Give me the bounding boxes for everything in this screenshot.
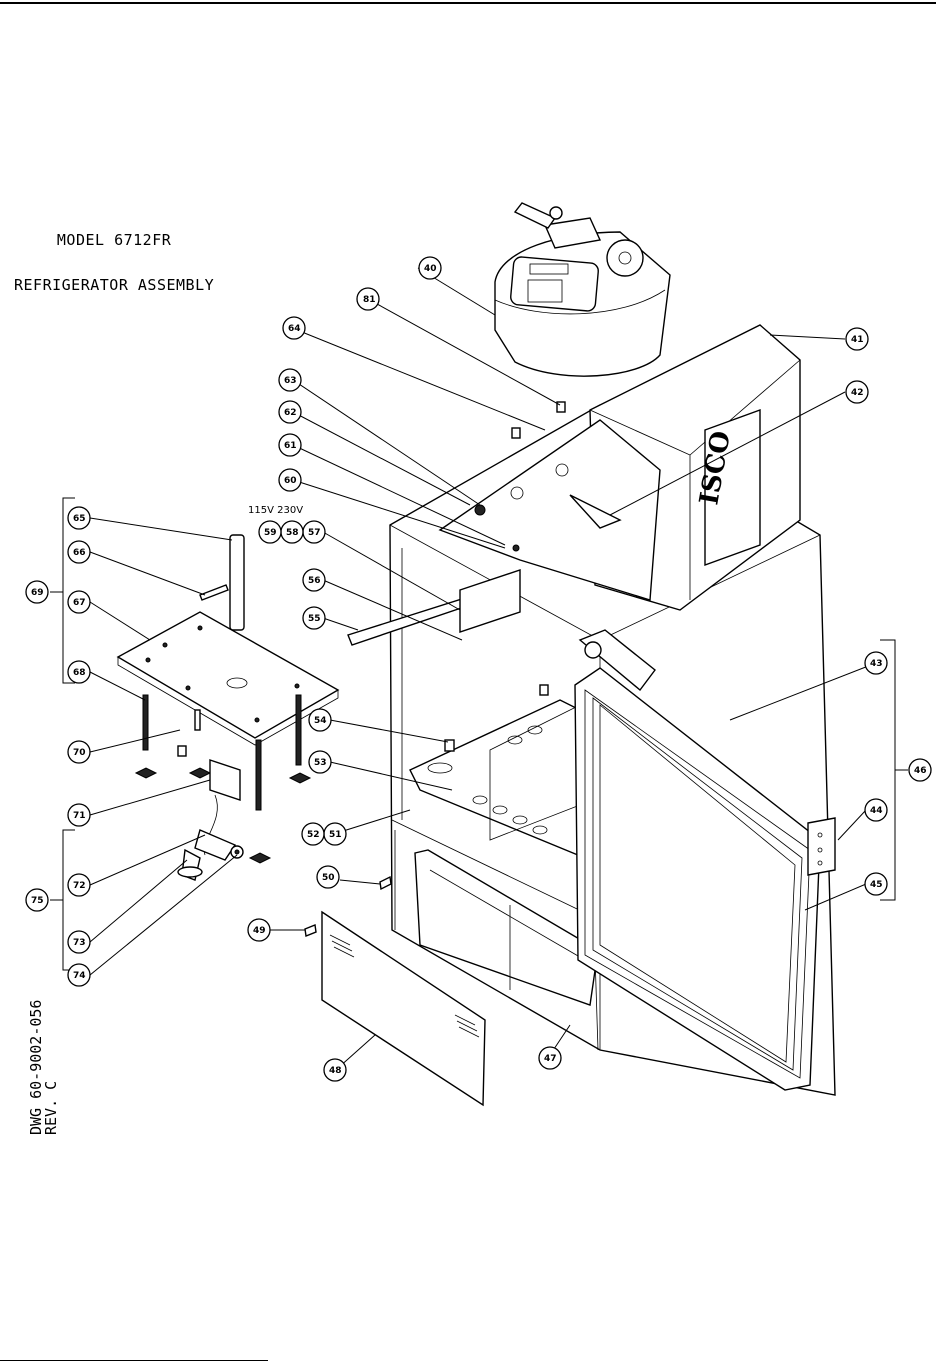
motor-mount-assembly	[116, 534, 340, 864]
callout-50: 50	[316, 865, 340, 889]
callout-73: 73	[67, 930, 91, 954]
svg-text:64: 64	[288, 324, 301, 334]
callout-64: 64	[282, 316, 306, 340]
svg-text:44: 44	[870, 806, 883, 816]
callout-62: 62	[278, 400, 302, 424]
svg-text:68: 68	[73, 668, 86, 678]
drawing-title: MODEL 6712FR REFRIGERATOR ASSEMBLY	[14, 203, 214, 308]
callout-52: 52	[301, 822, 325, 846]
svg-text:63: 63	[284, 376, 297, 386]
mounting-bracket	[347, 569, 521, 646]
leader-lines	[89, 267, 877, 1069]
callout-55: 55	[302, 606, 326, 630]
svg-text:57: 57	[308, 528, 321, 538]
drawing-number: DWG 60-9002-056 REV. C	[27, 975, 60, 1135]
callout-44: 44	[864, 798, 888, 822]
callout-42: 42	[845, 380, 869, 404]
svg-text:54: 54	[314, 716, 327, 726]
title-model: MODEL 6712FR	[56, 231, 172, 249]
callout-43: 43	[864, 651, 888, 675]
svg-text:74: 74	[73, 971, 86, 981]
callout-72: 72	[67, 873, 91, 897]
revision-line: REV. C	[42, 1080, 60, 1135]
callout-54: 54	[308, 708, 332, 732]
svg-text:55: 55	[308, 614, 321, 624]
svg-text:65: 65	[73, 514, 86, 524]
front-panel	[321, 910, 486, 1107]
svg-text:56: 56	[308, 576, 321, 586]
callout-59: 59	[258, 520, 282, 544]
callout-45: 45	[864, 872, 888, 896]
svg-text:60: 60	[284, 476, 297, 486]
callout-61: 61	[278, 433, 302, 457]
cable-and-fitting-assembly	[177, 759, 244, 881]
callout-75: 75	[25, 888, 49, 912]
svg-text:50: 50	[322, 873, 335, 883]
callout-48: 48	[323, 1058, 347, 1082]
svg-text:47: 47	[544, 1054, 557, 1064]
svg-text:45: 45	[870, 880, 883, 890]
svg-text:73: 73	[73, 938, 86, 948]
svg-text:53: 53	[314, 758, 327, 768]
callout-balloons: 40 41 42 43 44 45 46 47 48 49 50 51 52 5…	[25, 256, 932, 1082]
svg-text:70: 70	[73, 748, 86, 758]
svg-text:62: 62	[284, 408, 297, 418]
svg-text:41: 41	[851, 335, 864, 345]
callout-74: 74	[67, 963, 91, 987]
distributor-plate	[438, 401, 661, 601]
panel-screws	[304, 875, 392, 937]
callout-65: 65	[67, 506, 91, 530]
callout-49: 49	[247, 918, 271, 942]
svg-text:43: 43	[870, 659, 883, 669]
footnote-rule	[0, 1360, 268, 1361]
callout-69: 69	[25, 580, 49, 604]
svg-text:69: 69	[31, 588, 44, 598]
refrigerator-door	[574, 629, 836, 1091]
callout-71: 71	[67, 803, 91, 827]
callout-57: 57	[302, 520, 326, 544]
callout-47: 47	[538, 1046, 562, 1070]
svg-text:52: 52	[307, 830, 320, 840]
svg-text:59: 59	[264, 528, 277, 538]
svg-text:58: 58	[286, 528, 299, 538]
callout-46: 46	[908, 758, 932, 782]
callout-66: 66	[67, 540, 91, 564]
callout-67: 67	[67, 590, 91, 614]
svg-text:75: 75	[31, 896, 44, 906]
svg-text:67: 67	[73, 598, 86, 608]
callout-81: 81	[356, 287, 380, 311]
svg-text:72: 72	[73, 881, 86, 891]
callout-40: 40	[418, 256, 442, 280]
sampler-top-unit	[494, 202, 671, 377]
callout-70: 70	[67, 740, 91, 764]
top-border-line	[0, 2, 936, 4]
svg-text:42: 42	[851, 388, 864, 398]
voltage-label: 115V 230V	[248, 505, 304, 516]
callout-41: 41	[845, 327, 869, 351]
callout-51: 51	[323, 822, 347, 846]
svg-text:61: 61	[284, 441, 297, 451]
svg-text:46: 46	[914, 766, 927, 776]
callout-56: 56	[302, 568, 326, 592]
title-assembly: REFRIGERATOR ASSEMBLY	[14, 276, 215, 294]
callout-60: 60	[278, 468, 302, 492]
svg-text:71: 71	[73, 811, 86, 821]
svg-text:66: 66	[73, 548, 86, 558]
svg-text:51: 51	[329, 830, 342, 840]
callout-68: 68	[67, 660, 91, 684]
callout-63: 63	[278, 368, 302, 392]
svg-text:81: 81	[363, 295, 376, 305]
svg-text:40: 40	[424, 264, 437, 274]
svg-text:49: 49	[253, 926, 266, 936]
svg-text:48: 48	[329, 1066, 342, 1076]
callout-53: 53	[308, 750, 332, 774]
callout-58: 58	[280, 520, 304, 544]
